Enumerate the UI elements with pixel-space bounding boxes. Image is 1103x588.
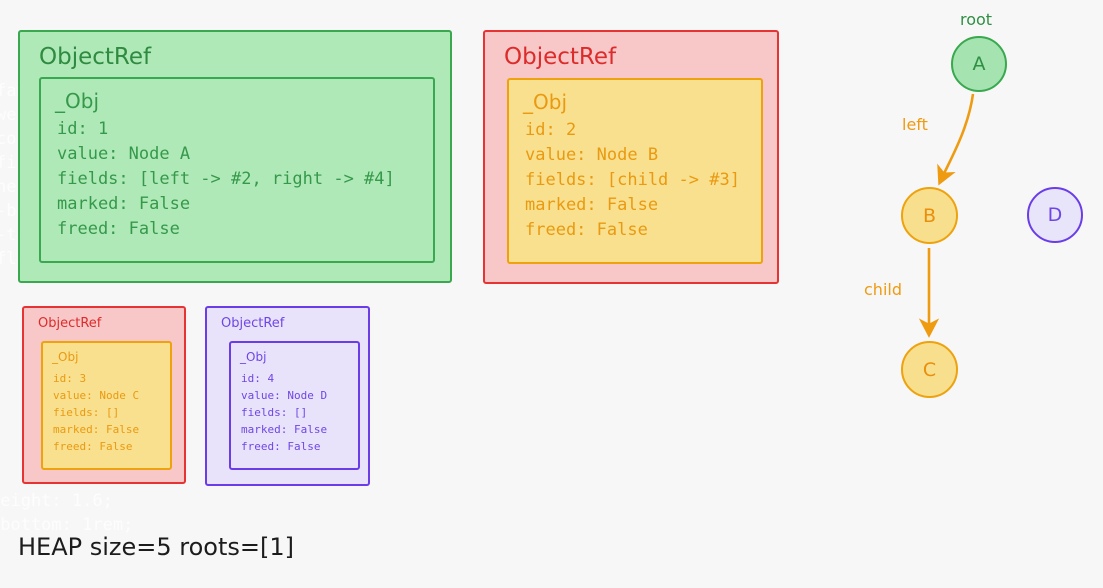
graph-node-b[interactable]: B [901,187,958,244]
obj-field-list: id: 4 value: Node D fields: [] marked: F… [241,372,328,453]
obj-struct-name: _Obj [55,89,99,113]
graph-node-a[interactable]: A [951,36,1007,92]
obj-inner-box-2: _Obj id: 2 value: Node B fields: [child … [507,78,763,264]
ghost-text-8: height: 1.6; [0,491,113,511]
obj-inner-box-4: _Obj id: 4 value: Node D fields: [] mark… [229,341,360,470]
object-ref-title: ObjectRef [221,316,285,331]
graph-node-c[interactable]: C [901,341,958,398]
graph-node-b-label: B [922,204,937,227]
obj-field-list: id: 3 value: Node C fields: [] marked: F… [53,372,140,453]
edge-label-child: child [864,280,902,299]
obj-inner-box-3: _Obj id: 3 value: Node C fields: [] mark… [41,341,172,470]
obj-struct-name: _Obj [52,350,79,364]
obj-field-list: id: 1 value: Node A fields: [left -> #2,… [57,119,395,239]
obj-struct-name: _Obj [240,350,267,364]
heap-status-text: HEAP size=5 roots=[1] [18,533,294,561]
edge-a-to-b [937,93,975,186]
graph-node-d-label: D [1047,204,1063,226]
object-ref-card-3[interactable]: ObjectRef _Obj id: 3 value: Node C field… [22,306,186,484]
graph-node-c-label: C [922,358,937,381]
graph-edges [918,93,975,338]
object-graph: root A B C D left child [840,0,1103,430]
root-label: root [960,10,993,29]
obj-struct-name: _Obj [523,90,567,114]
object-ref-title: ObjectRef [39,44,152,70]
object-ref-card-2[interactable]: ObjectRef _Obj id: 2 value: Node B field… [483,30,779,284]
obj-inner-box-1: _Obj id: 1 value: Node A fields: [left -… [39,77,435,263]
graph-node-a-label: A [972,53,986,75]
graph-node-d[interactable]: D [1027,187,1083,243]
object-ref-card-1[interactable]: ObjectRef _Obj id: 1 value: Node A field… [18,30,452,283]
object-ref-title: ObjectRef [38,316,102,331]
object-ref-card-4[interactable]: ObjectRef _Obj id: 4 value: Node D field… [205,306,370,486]
obj-field-list: id: 2 value: Node B fields: [child -> #3… [525,120,740,240]
object-ref-title: ObjectRef [504,44,617,70]
edge-label-left: left [902,115,928,134]
